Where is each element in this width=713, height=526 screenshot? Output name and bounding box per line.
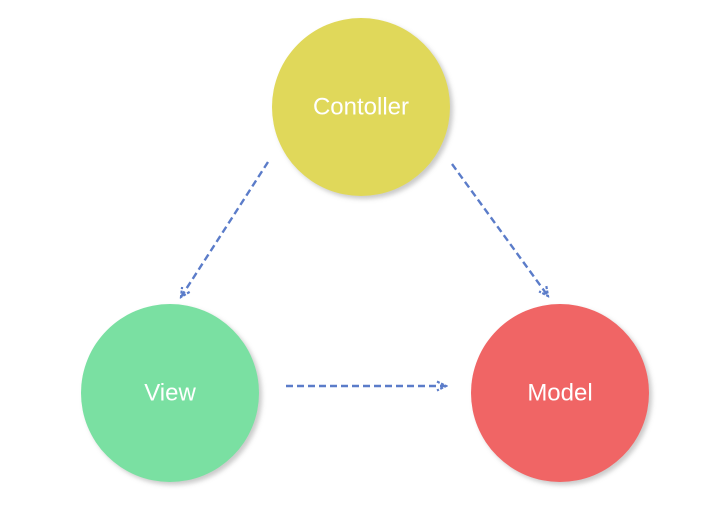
node-model: Model bbox=[471, 304, 649, 482]
model-circle bbox=[471, 304, 649, 482]
node-controller: Contoller bbox=[272, 18, 450, 196]
edge-controller-to-model bbox=[451, 163, 548, 296]
view-circle bbox=[81, 304, 259, 482]
view-label: View bbox=[144, 379, 196, 406]
controller-label: Contoller bbox=[313, 93, 409, 120]
edge-controller-to-view bbox=[181, 161, 270, 297]
controller-circle bbox=[272, 18, 450, 196]
node-view: View bbox=[81, 304, 259, 482]
model-label: Model bbox=[527, 379, 592, 406]
